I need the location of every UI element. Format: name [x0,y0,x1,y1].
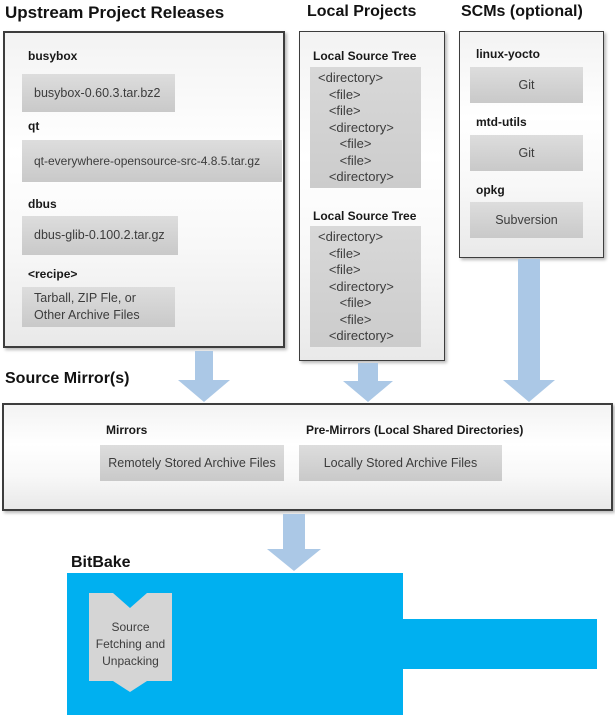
pre-mirrors-label: Pre-Mirrors (Local Shared Directories) [306,423,524,437]
scm-item-value: Subversion [470,202,583,238]
mirrors-label: Mirrors [106,423,148,437]
upstream-item-value: busybox-0.60.3.tar.bz2 [22,74,175,112]
pre-mirrors-value: Locally Stored Archive Files [299,445,502,481]
local-source-tree-label: Local Source Tree [313,49,417,63]
scm-item-value: Git [470,135,583,171]
down-arrow-icon [267,514,321,571]
upstream-item-label: <recipe> [28,267,78,281]
upstream-item-value: Tarball, ZIP Fle, or Other Archive Files [22,287,175,327]
down-arrow-icon [343,363,393,402]
upstream-releases-title: Upstream Project Releases [5,3,225,22]
scms-title: SCMs (optional) [461,3,583,20]
mirrors-value: Remotely Stored Archive Files [100,445,284,481]
scm-item-label: mtd-utils [476,115,527,129]
scm-item-value: Git [470,67,583,103]
scm-item-label: linux-yocto [476,47,541,61]
upstream-item-value: dbus-glib-0.100.2.tar.gz [22,216,178,255]
down-arrow-icon [178,351,230,402]
local-projects-title: Local Projects [307,3,417,20]
bitbake-output-arm [403,619,597,669]
upstream-item-label: qt [28,119,40,133]
source-mirrors-title: Source Mirror(s) [5,370,130,387]
bitbake-title: BitBake [71,554,131,571]
down-arrow-icon [503,259,555,402]
scm-item-label: opkg [476,183,505,197]
source-fetching-label: Source Fetching and Unpacking [95,619,166,668]
local-source-tree-listing: <directory> <file> <file> <directory> <f… [310,226,421,347]
local-source-tree-label: Local Source Tree [313,209,417,223]
local-source-tree-listing: <directory> <file> <file> <directory> <f… [310,67,421,188]
upstream-item-value: qt-everywhere-opensource-src-4.8.5.tar.g… [22,140,282,182]
upstream-item-label: dbus [28,197,57,211]
upstream-item-label: busybox [28,49,78,63]
